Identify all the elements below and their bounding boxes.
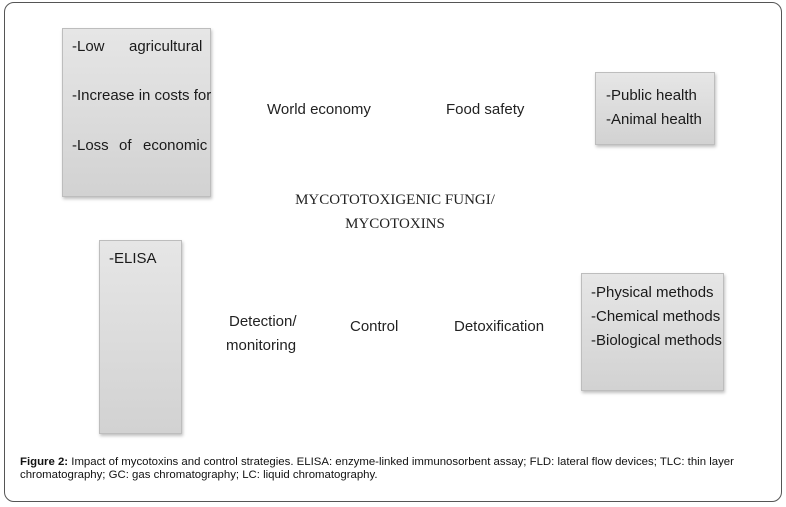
detoxification-label: Detoxification bbox=[454, 318, 545, 335]
impact-item-economic: economic bbox=[143, 137, 208, 154]
center-title: MYCOTOTOXIGENIC FUNGI/ MYCOTOXINS bbox=[270, 188, 520, 236]
caption-label: Figure 2: bbox=[20, 456, 69, 468]
impact-item-agricultural: agricultural bbox=[129, 38, 203, 55]
detection-label-line1: Detection/ bbox=[229, 313, 297, 330]
caption-text: Impact of mycotoxins and control strateg… bbox=[20, 456, 734, 481]
world-economy-label: World economy bbox=[267, 101, 371, 118]
impact-item-low: -Low bbox=[72, 38, 105, 55]
control-label: Control bbox=[350, 318, 399, 335]
impact-item-of: of bbox=[119, 137, 132, 154]
health-item-animal: -Animal health bbox=[606, 111, 702, 128]
impact-box: -Low agricultural -Increase in costs for… bbox=[62, 28, 211, 197]
figure-caption: Figure 2: Impact of mycotoxins and contr… bbox=[20, 456, 768, 482]
methods-box: -Physical methods -Chemical methods -Bio… bbox=[581, 273, 724, 391]
health-box: -Public health -Animal health bbox=[595, 72, 715, 145]
health-item-public: -Public health bbox=[606, 87, 697, 104]
methods-item-biological: -Biological methods bbox=[591, 332, 722, 349]
food-safety-label: Food safety bbox=[446, 101, 525, 118]
detection-item-elisa: -ELISA bbox=[109, 250, 157, 267]
center-title-line2: MYCOTOXINS bbox=[345, 216, 445, 232]
detection-label-line2: monitoring bbox=[226, 337, 297, 354]
impact-item-costs: -Increase in costs for bbox=[72, 87, 212, 104]
detection-box: -ELISA bbox=[99, 240, 182, 434]
methods-item-physical: -Physical methods bbox=[591, 284, 714, 301]
impact-item-loss: -Loss bbox=[72, 137, 109, 154]
methods-item-chemical: -Chemical methods bbox=[591, 308, 721, 325]
center-title-line1: MYCOTOTOXIGENIC FUNGI/ bbox=[295, 192, 495, 208]
